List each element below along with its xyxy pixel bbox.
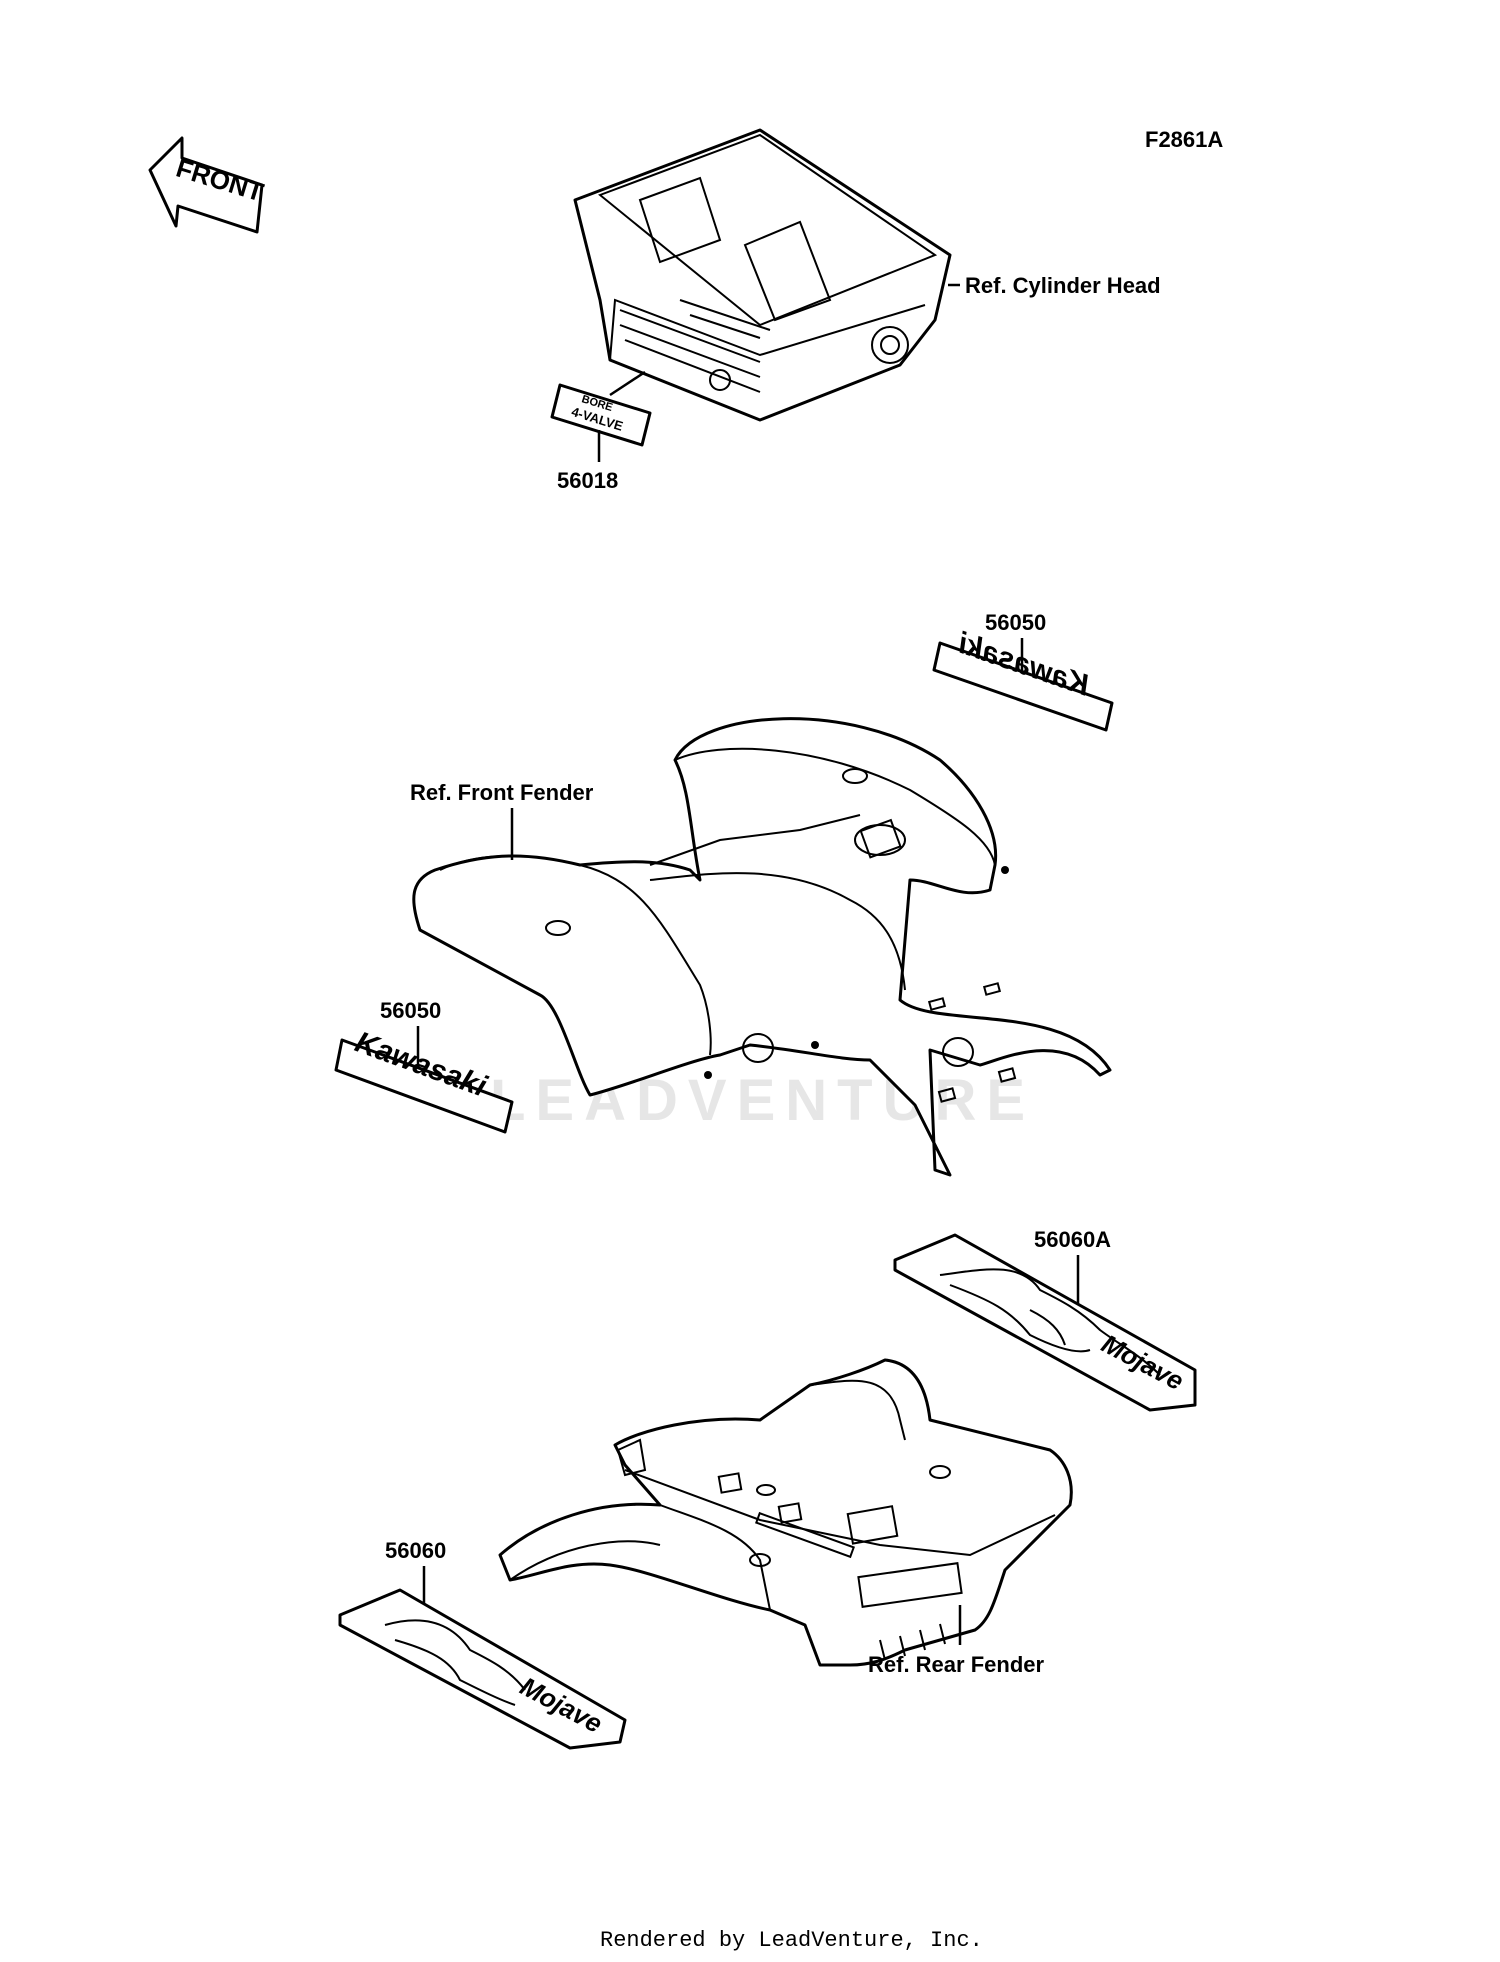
rear-fender-drawing — [498, 1358, 1073, 1667]
part-56050-right: 56050 — [985, 610, 1046, 635]
part-56018: 56018 — [557, 468, 618, 493]
front-arrow-icon: FRONT — [148, 136, 267, 234]
cylinder-head-ref-label: Ref. Cylinder Head — [965, 273, 1161, 298]
watermark: LEADVENTURE — [490, 1068, 1035, 1133]
part-56060A: 56060A — [1034, 1227, 1111, 1252]
stripe-decal-left: Mojave — [338, 1588, 627, 1750]
footer-credit: Rendered by LeadVenture, Inc. — [600, 1928, 983, 1953]
kawasaki-decal-left: Kawasaki — [334, 1026, 514, 1134]
front-fender-ref-label: Ref. Front Fender — [410, 780, 594, 805]
part-56060: 56060 — [385, 1538, 446, 1563]
cylinder-head-drawing — [573, 128, 960, 422]
front-fender-drawing — [412, 717, 1112, 1177]
bore-decal: BORE 4-VALVE — [550, 383, 652, 447]
part-56050-left: 56050 — [380, 998, 441, 1023]
rear-fender-ref-label: Ref. Rear Fender — [868, 1652, 1044, 1677]
stripe-decal-right: Mojave — [893, 1233, 1197, 1412]
figure-id: F2861A — [1145, 127, 1223, 152]
